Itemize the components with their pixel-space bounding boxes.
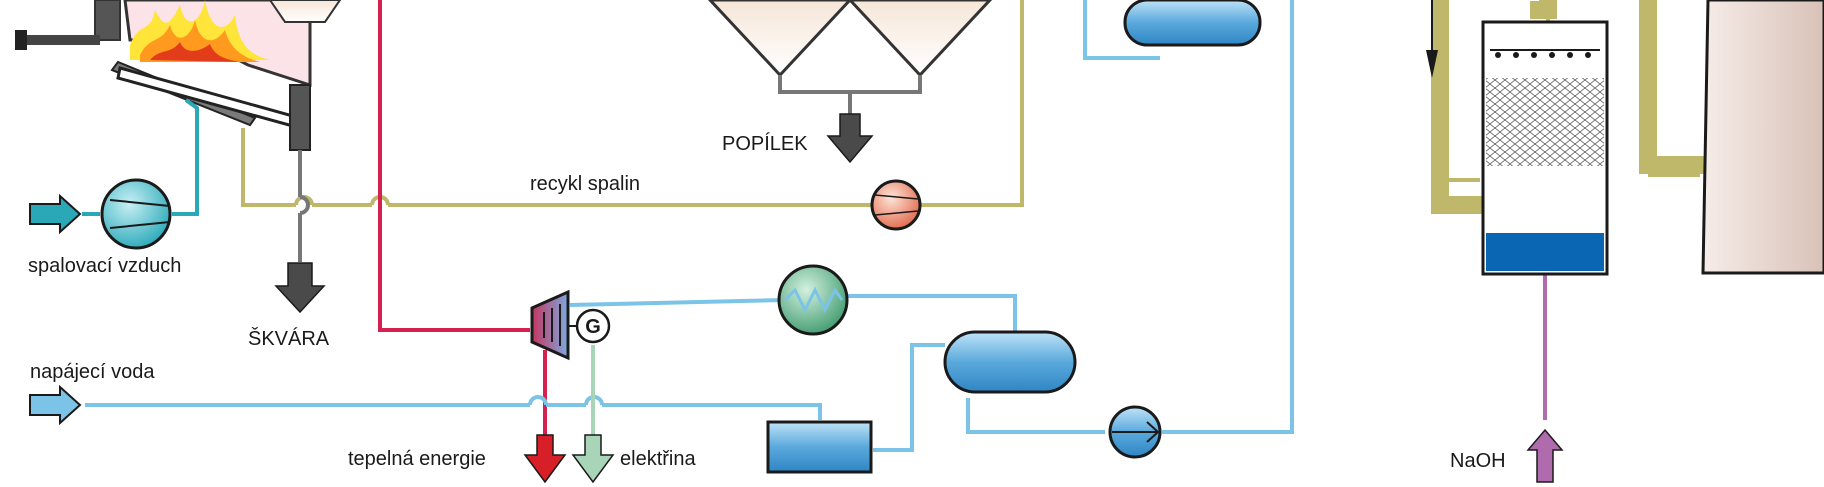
steam-turbine bbox=[530, 289, 578, 361]
flue-gas-recirculation-label: recykl spalin bbox=[530, 173, 640, 195]
chimney bbox=[1701, 0, 1824, 275]
heat-energy-outlet-arrow bbox=[523, 434, 567, 484]
feed-water-pump bbox=[1108, 405, 1162, 459]
flames bbox=[130, 0, 270, 62]
down-arrow-duct bbox=[1426, 0, 1438, 78]
flue-gas-fan bbox=[870, 179, 922, 231]
feed-water-tank bbox=[766, 420, 873, 474]
fly-ash-label: POPÍLEK bbox=[722, 132, 808, 155]
generator-symbol: G bbox=[585, 316, 601, 338]
feed-water-inlet-arrow bbox=[29, 384, 82, 426]
electricity-label: elektřina bbox=[620, 448, 696, 470]
slag-label: ŠKVÁRA bbox=[248, 327, 330, 350]
feeder-ram bbox=[15, 30, 100, 50]
slag-line bbox=[298, 150, 310, 262]
slag-outlet-arrow bbox=[274, 262, 326, 314]
naoh-inlet-arrow bbox=[1526, 428, 1564, 483]
heat-exchanger bbox=[777, 264, 849, 336]
heat-energy-label: tepelná energie bbox=[348, 448, 486, 470]
steam-line bbox=[378, 0, 547, 435]
combustion-air-inlet-arrow bbox=[29, 193, 82, 235]
slag-hopper bbox=[268, 0, 342, 23]
feed-water-label: napájecí voda bbox=[30, 361, 155, 383]
electricity-outlet-arrow bbox=[571, 434, 615, 484]
wet-scrubber bbox=[1481, 20, 1609, 276]
combustion-air-label: spalovací vzduch bbox=[28, 255, 181, 277]
generator: G bbox=[575, 308, 611, 344]
combustion-air-line bbox=[82, 98, 199, 216]
flue-gas-duct bbox=[1431, 0, 1705, 214]
furnace bbox=[15, 0, 312, 151]
fly-ash-outlet-arrow bbox=[826, 113, 874, 164]
steam-drum bbox=[1123, 0, 1262, 47]
combustion-air-fan bbox=[100, 178, 172, 250]
water-lines bbox=[85, 0, 1294, 452]
fly-ash-hopper bbox=[707, 0, 993, 114]
deaerator-tank bbox=[943, 330, 1077, 394]
naoh-label: NaOH bbox=[1450, 450, 1506, 472]
flue-gas-recirculation-line bbox=[241, 0, 1700, 207]
spray-nozzles bbox=[1495, 52, 1591, 58]
